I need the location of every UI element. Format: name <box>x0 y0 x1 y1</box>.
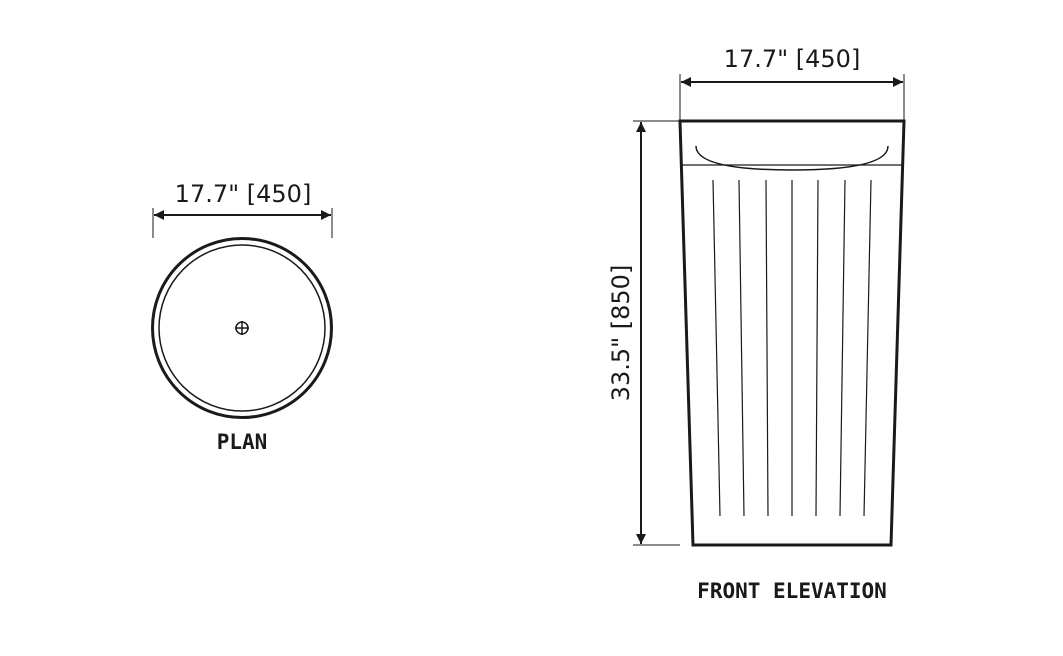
front-elevation-title: FRONT ELEVATION <box>697 579 887 603</box>
plan-view: 17.7" [450] PLAN <box>151 180 333 454</box>
flute-line <box>839 179 846 517</box>
flute-line <box>863 179 872 517</box>
flute-line <box>738 179 745 517</box>
flute-line <box>765 179 769 517</box>
drain-icon <box>235 321 249 335</box>
vessel-body-outline <box>678 119 906 547</box>
plan-inner-rim <box>158 244 326 412</box>
elevation-height-dimension-label: 33.5" [850] <box>607 265 635 402</box>
plan-title: PLAN <box>217 430 268 454</box>
flute-line <box>815 179 819 517</box>
vessel-basin-curve <box>695 145 889 171</box>
front-elevation-view: 17.7" [450] 33.5" [850] FRONT ELEVATION <box>607 45 906 603</box>
flute-line <box>712 179 721 517</box>
plan-width-dimension-label: 17.7" [450] <box>175 180 312 208</box>
plan-outer-rim <box>151 237 333 419</box>
vessel-fluting <box>712 179 872 517</box>
elevation-width-dimension-label: 17.7" [450] <box>724 45 861 73</box>
